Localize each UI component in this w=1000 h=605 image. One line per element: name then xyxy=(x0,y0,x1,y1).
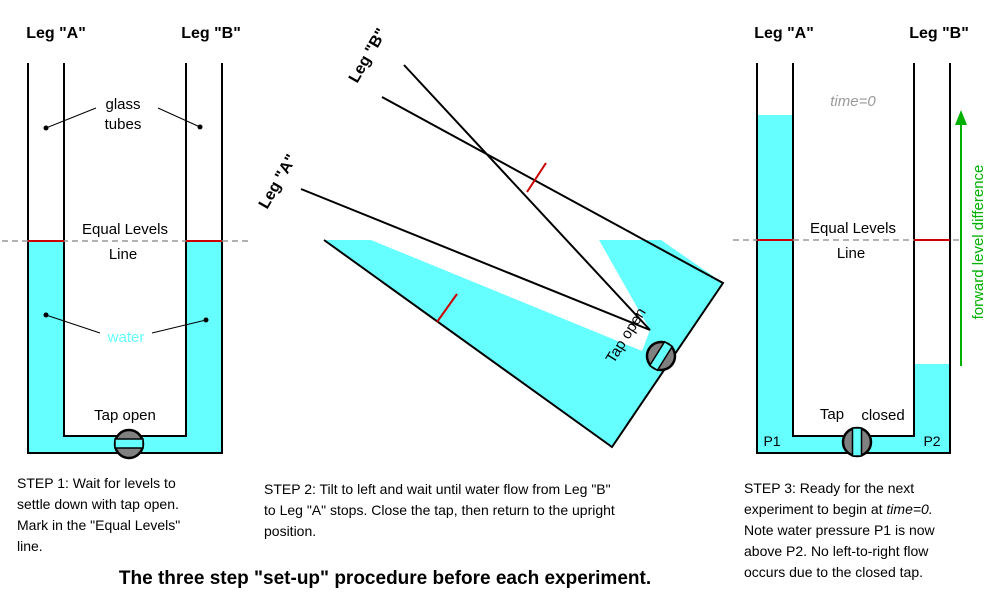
leader-dot-glass-a xyxy=(43,125,49,131)
step-1-text: STEP 1: Wait for levels to settle down w… xyxy=(17,475,180,554)
step-3-line: above P2. No left-to-right flow xyxy=(744,543,929,559)
panel-step-1: Leg "A" Leg "B" glass tubes Equal Levels… xyxy=(2,25,250,554)
panel-step-3: Leg "A" Leg "B" time=0 Equal Levels Line… xyxy=(733,25,987,580)
step-2-line: position. xyxy=(264,523,316,539)
equal-levels-label: Equal Levels xyxy=(810,220,896,237)
level-mark-leg-b xyxy=(526,162,547,193)
line-label: Line xyxy=(837,245,865,262)
leg-a-label: Leg "A" xyxy=(754,25,814,42)
forward-level-difference-label: forward level difference xyxy=(970,165,987,320)
step-3-line: experiment to begin at time=0. xyxy=(744,501,933,517)
step-3-line: Note water pressure P1 is now xyxy=(744,522,936,538)
tap-open-icon xyxy=(113,428,145,460)
leg-b-label: Leg "B" xyxy=(181,25,241,42)
tubes-label: tubes xyxy=(105,116,142,133)
diagram-caption: The three step "set-up" procedure before… xyxy=(119,568,651,589)
closed-label: closed xyxy=(861,407,904,424)
leader-glass-a xyxy=(45,107,97,129)
step-1-line: settle down with tap open. xyxy=(17,496,179,512)
water-label: water xyxy=(107,329,145,346)
water-fill xyxy=(28,241,222,453)
leader-water-b xyxy=(151,319,207,334)
forward-level-difference-arrow xyxy=(955,110,967,366)
line-label: Line xyxy=(109,246,137,263)
step-3-line: STEP 3: Ready for the next xyxy=(744,480,914,496)
step-1-line: line. xyxy=(17,538,43,554)
tap-closed-icon xyxy=(841,426,873,458)
step-2-text: STEP 2: Tilt to left and wait until wate… xyxy=(264,481,615,539)
leader-dot-water-b xyxy=(203,317,209,323)
panel-step-2: Leg "A" Leg "B" Tap open STEP 2: Tilt to… xyxy=(256,26,725,539)
tap-label: Tap xyxy=(820,406,844,423)
leader-water-a xyxy=(45,314,101,334)
tap-open-icon xyxy=(645,340,677,372)
step-2-line: STEP 2: Tilt to left and wait until wate… xyxy=(264,481,611,497)
p1-label: P1 xyxy=(763,433,780,449)
leg-b-label: Leg "B" xyxy=(909,25,969,42)
leader-glass-b xyxy=(157,107,201,128)
level-mark-leg-a xyxy=(436,293,458,323)
leg-a-label: Leg "A" xyxy=(26,25,86,42)
step-1-line: STEP 1: Wait for levels to xyxy=(17,475,176,491)
step-3-text: STEP 3: Ready for the next experiment to… xyxy=(744,480,936,580)
time-zero-label: time=0 xyxy=(830,93,876,110)
step-2-line: to Leg "A" stops. Close the tap, then re… xyxy=(264,502,615,518)
step-3-time-italic: time=0. xyxy=(886,501,932,517)
p2-label: P2 xyxy=(923,433,940,449)
tap-label: Tap open xyxy=(94,407,156,424)
glass-label: glass xyxy=(105,96,140,113)
step-3-line: occurs due to the closed tap. xyxy=(744,564,923,580)
water-fill xyxy=(757,115,950,453)
equal-levels-label: Equal Levels xyxy=(82,221,168,238)
step-3-line-text: experiment to begin at xyxy=(744,501,886,517)
leg-b-label: Leg "B" xyxy=(346,26,391,86)
leg-a-label: Leg "A" xyxy=(256,152,301,212)
leader-dot-water-a xyxy=(43,312,49,318)
leader-dot-glass-b xyxy=(197,124,203,130)
step-1-line: Mark in the "Equal Levels" xyxy=(17,517,180,533)
water-fill xyxy=(324,240,723,447)
